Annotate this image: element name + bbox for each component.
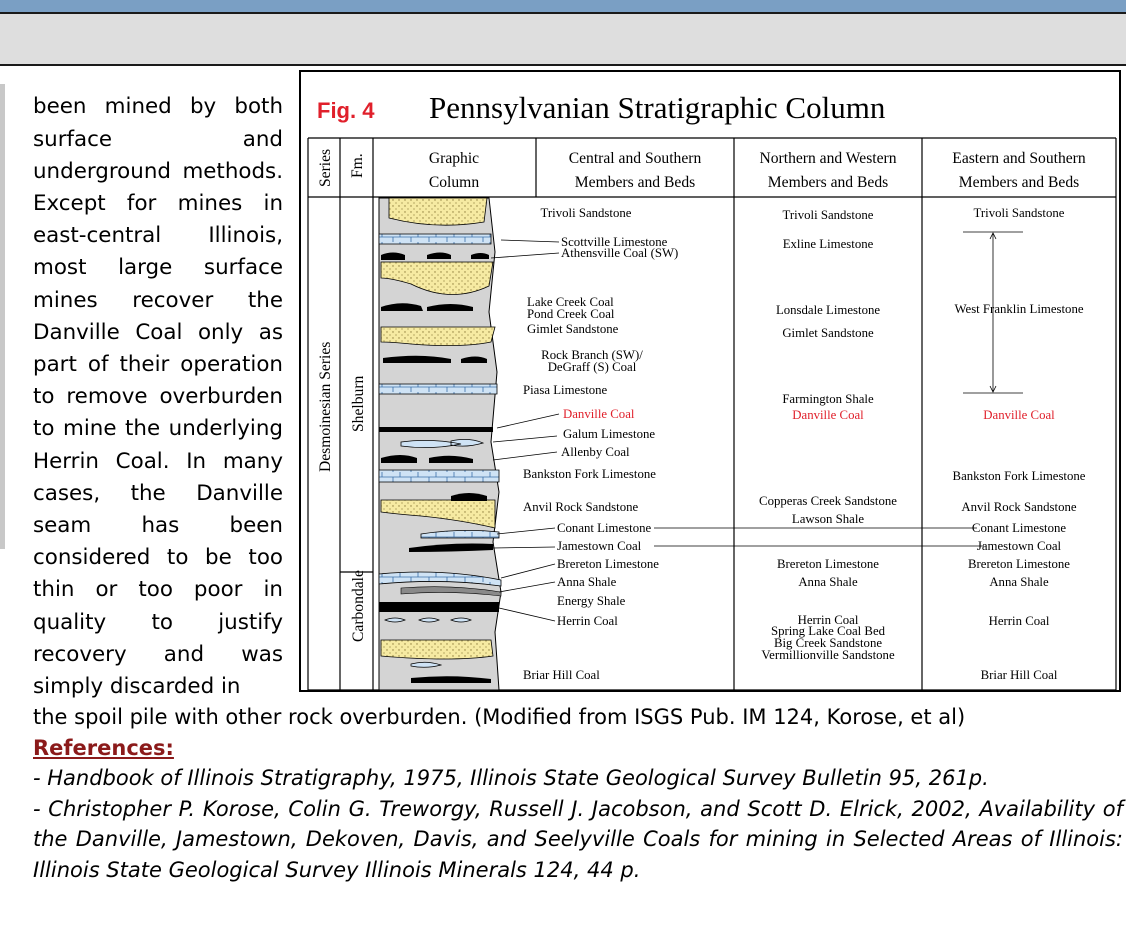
sandstone-bed-2 <box>380 261 494 295</box>
central-label-danville: Danville Coal <box>563 407 635 421</box>
limestone-bed-1 <box>378 233 492 245</box>
header-eastern-2: Members and Beds <box>959 174 1079 191</box>
sandstone-bed-3 <box>380 326 496 346</box>
coal-bed-2 <box>381 303 473 311</box>
bottom-text: the spoil pile with other rock overburde… <box>33 702 1123 885</box>
central-label: Galum Limestone <box>563 427 655 441</box>
central-label: Athensville Coal (SW) <box>561 246 678 260</box>
central-label: Energy Shale <box>557 594 626 608</box>
stratigraphic-figure: Fig. 4 Pennsylvanian Stratigraphic Colum… <box>299 70 1121 692</box>
series-label: Desmoinesian Series <box>317 342 334 472</box>
herrin-coal-bed <box>379 602 499 612</box>
northern-label: Trivoli Sandstone <box>783 208 874 222</box>
sandstone-bed-5 <box>380 639 494 660</box>
top-image-strip <box>0 0 1126 12</box>
danville-coal-bed <box>379 427 493 432</box>
formation-shelburn: Shelburn <box>350 375 367 432</box>
eastern-label: Brereton Limestone <box>968 557 1070 571</box>
northern-label: Big Creek Sandstone <box>774 636 882 650</box>
header-eastern-1: Eastern and Southern <box>952 150 1086 167</box>
continuation-text: the spoil pile with other rock overburde… <box>33 705 966 729</box>
central-label: Brereton Limestone <box>557 557 659 571</box>
northern-label: Lonsdale Limestone <box>776 303 880 317</box>
reference-item: - Christopher P. Korose, Colin G. Trewor… <box>33 796 1123 882</box>
eastern-label: Conant Limestone <box>972 521 1067 535</box>
eastern-label: Anvil Rock Sandstone <box>961 500 1076 514</box>
table-grid <box>307 137 1117 691</box>
formation-carbondale: Carbondale <box>350 570 367 642</box>
coal-bed-3 <box>383 355 487 363</box>
central-label: Trivoli Sandstone <box>541 206 632 220</box>
eastern-label: West Franklin Limestone <box>954 302 1083 316</box>
limestone-bed-3 <box>400 439 485 448</box>
eastern-label: Anna Shale <box>989 575 1049 589</box>
coal-bed-5 <box>451 493 487 501</box>
coal-bed-4 <box>381 455 473 463</box>
header-central-2: Members and Beds <box>575 174 695 191</box>
central-label: Briar Hill Coal <box>523 668 600 682</box>
figure-number: Fig. 4 <box>317 98 375 123</box>
central-label: Rock Branch (SW)/ <box>541 348 643 362</box>
central-label: Herrin Coal <box>557 614 618 628</box>
central-label: Scottville Limestone <box>561 235 668 249</box>
stratigraphic-column-diagram: Series Fm. Graphic Column Central and So… <box>307 137 1117 691</box>
eastern-label-danville: Danville Coal <box>983 408 1055 422</box>
northern-label: Gimlet Sandstone <box>782 326 874 340</box>
header-northern-2: Members and Beds <box>768 174 888 191</box>
central-label: Conant Limestone <box>557 521 652 535</box>
northern-label: Exline Limestone <box>783 237 874 251</box>
header-central-1: Central and Southern <box>569 150 702 167</box>
sandstone-bed-4 <box>380 499 496 529</box>
central-label: Jamestown Coal <box>557 539 642 553</box>
body-paragraph: been mined by both surface and undergrou… <box>33 94 283 700</box>
northern-label: Anna Shale <box>798 575 858 589</box>
central-label: Allenby Coal <box>561 445 630 459</box>
label-leader-lines <box>490 231 1023 622</box>
eastern-label: Herrin Coal <box>989 614 1050 628</box>
central-label: Bankston Fork Limestone <box>523 467 656 481</box>
limestone-bed-4 <box>378 469 500 483</box>
coal-bed-1 <box>381 252 489 260</box>
figure-title: Pennsylvanian Stratigraphic Column <box>429 90 886 125</box>
limestone-nodules <box>384 617 472 623</box>
northern-label: Brereton Limestone <box>777 557 879 571</box>
limestone-bed-5 <box>420 530 500 539</box>
central-label: Lake Creek Coal <box>527 295 614 309</box>
header-graphic-2: Column <box>429 174 479 191</box>
header-northern-1: Northern and Western <box>759 150 896 167</box>
central-label: Gimlet Sandstone <box>527 322 619 336</box>
header-fm: Fm. <box>349 153 366 178</box>
eastern-label: Jamestown Coal <box>977 539 1062 553</box>
header-graphic-1: Graphic <box>429 150 479 167</box>
coal-bed-6 <box>409 543 493 552</box>
central-label: Pond Creek Coal <box>527 307 615 321</box>
northern-label: Lawson Shale <box>792 512 864 526</box>
graphic-column <box>378 197 502 691</box>
central-label: Anna Shale <box>557 575 617 589</box>
northern-label: Farmington Shale <box>782 392 874 406</box>
reference-item: - Handbook of Illinois Stratigraphy, 197… <box>33 766 989 790</box>
northern-label: Herrin Coal <box>798 613 859 627</box>
northern-label: Copperas Creek Sandstone <box>759 494 897 508</box>
sandstone-bed-1 <box>388 197 488 226</box>
eastern-label: Bankston Fork Limestone <box>953 469 1086 483</box>
limestone-bed-2 <box>378 383 498 395</box>
northern-label: Vermillionville Sandstone <box>761 648 895 662</box>
briar-hill-coal-bed <box>411 676 491 683</box>
limestone-lens <box>410 661 443 668</box>
header-band <box>0 12 1126 66</box>
eastern-label: Briar Hill Coal <box>981 668 1058 682</box>
central-label: Piasa Limestone <box>523 383 608 397</box>
shale-bed-1 <box>400 586 502 597</box>
central-label: Anvil Rock Sandstone <box>523 500 638 514</box>
northern-label-danville: Danville Coal <box>792 408 864 422</box>
header-series: Series <box>317 149 334 187</box>
limestone-bed-6 <box>378 571 502 587</box>
margin-rule <box>0 84 5 549</box>
references-title: References: <box>33 735 174 760</box>
eastern-label: Trivoli Sandstone <box>974 206 1065 220</box>
central-label: DeGraff (S) Coal <box>548 360 637 374</box>
northern-label: Spring Lake Coal Bed <box>771 624 886 638</box>
